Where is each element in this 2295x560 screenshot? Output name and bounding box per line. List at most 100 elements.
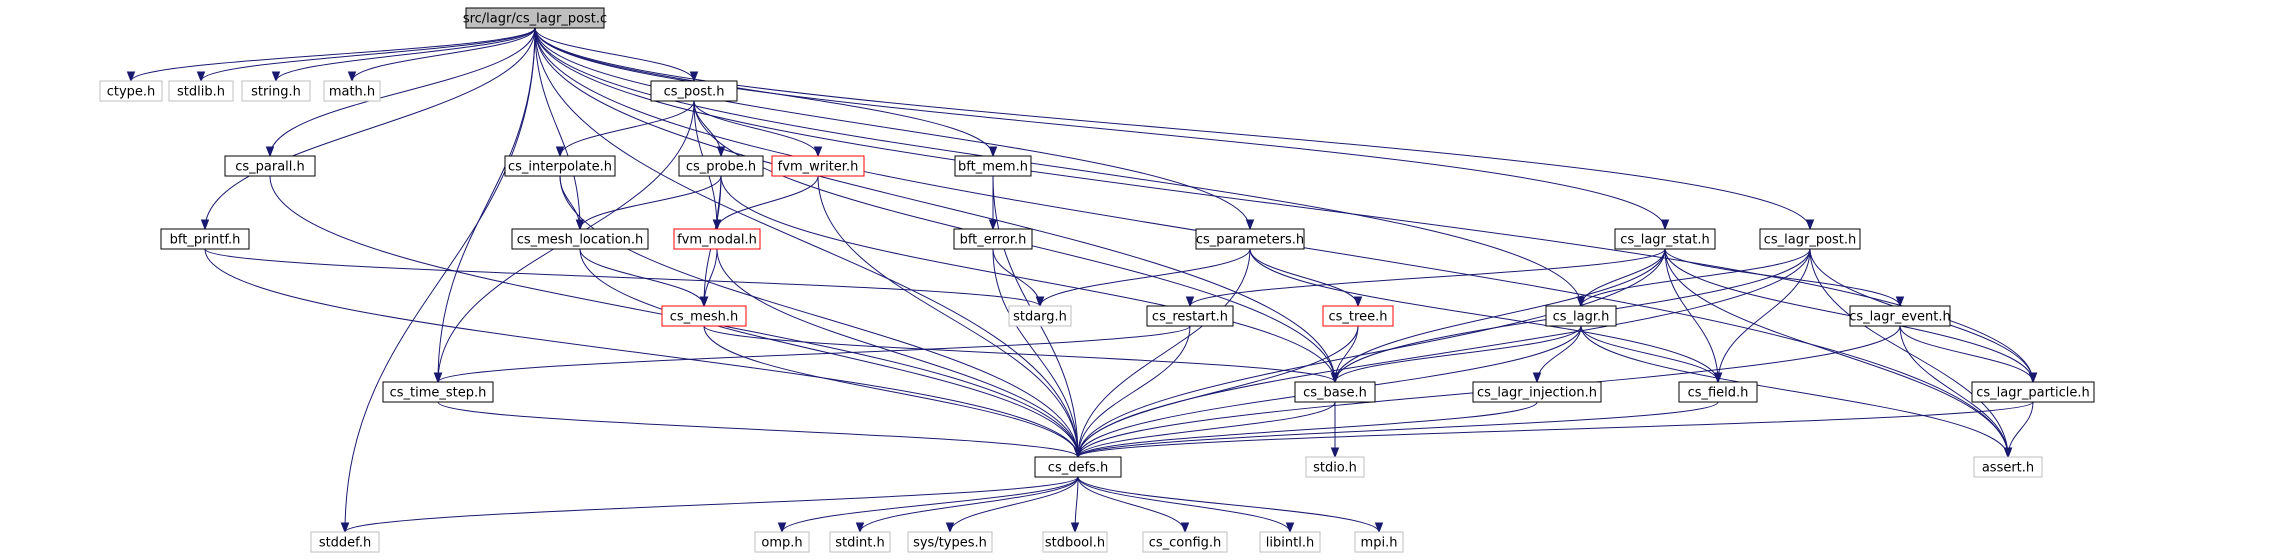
node-label: stdarg.h <box>1013 310 1067 325</box>
edge-cs_probe-to-cs_base <box>720 175 1340 384</box>
edge-line <box>693 100 819 157</box>
edge-cs_defs-to-stddef <box>340 476 1079 534</box>
node-bft-printf[interactable]: bft_printf.h <box>160 228 250 250</box>
node-box <box>1042 531 1108 553</box>
node-cs-post[interactable]: cs_post.h <box>650 80 738 102</box>
node-label: stdint.h <box>835 536 884 551</box>
edge-arrowhead <box>271 71 281 83</box>
edge-line <box>1899 325 2034 383</box>
node-cs-tree[interactable]: cs_tree.h <box>1322 305 1394 327</box>
edge-line <box>716 248 1079 458</box>
edge-line <box>534 27 1079 458</box>
edge-cs_lagr_stat-to-assert <box>1664 248 2013 459</box>
edge-arrowhead <box>555 146 565 158</box>
node-label: fvm_writer.h <box>778 160 859 175</box>
edge-line <box>1077 476 1186 533</box>
edge-cs_lagr_event-to-cs_lagr_particle <box>1899 325 2038 384</box>
edge-arrowhead <box>988 219 998 231</box>
edge-cs_mesh_location-to-cs_mesh <box>579 248 709 308</box>
node-box <box>99 80 163 102</box>
edge-line <box>1077 401 1336 458</box>
node-cs-base[interactable]: cs_base.h <box>1294 381 1376 403</box>
edge-line <box>1077 325 1359 458</box>
node-box <box>1034 456 1122 478</box>
node-cs-mesh-location[interactable]: cs_mesh_location.h <box>511 228 649 250</box>
node-box <box>504 155 616 177</box>
node-cs-lagr-injection[interactable]: cs_lagr_injection.h <box>1472 381 1602 403</box>
edge-line <box>1717 248 1811 383</box>
edge-cs_lagr-to-cs_lagr_injection <box>1532 325 1582 384</box>
node-cs-probe[interactable]: cs_probe.h <box>678 155 764 177</box>
edge-line <box>437 27 536 383</box>
node-label: cs_lagr_particle.h <box>1976 386 2090 401</box>
node-box <box>1614 228 1716 250</box>
edge-cs_defs-to-omp <box>777 476 1079 534</box>
edge-line <box>1334 325 1582 383</box>
node-cs-parall[interactable]: cs_parall.h <box>224 155 316 177</box>
edge-line <box>703 325 1336 383</box>
node-label: stdbool.h <box>1045 536 1105 551</box>
edge-line <box>275 27 536 82</box>
edge-arrowhead <box>1805 219 1815 231</box>
edge-line <box>1077 476 1291 533</box>
node-label: cs_config.h <box>1149 536 1222 551</box>
node-label: cs_parameters.h <box>1196 233 1304 248</box>
edge-cs_lagr_particle-to-assert <box>2003 401 2034 459</box>
edge-line <box>1899 325 2009 458</box>
node-box <box>1146 305 1234 327</box>
node-label: string.h <box>251 85 301 100</box>
edge-line <box>200 27 536 82</box>
node-cs-lagr-event[interactable]: cs_lagr_event.h <box>1849 305 1951 327</box>
edge-cs_defs-to-stdbool <box>1070 476 1080 534</box>
edge-cs_post-to-cs_interpolate <box>555 100 695 158</box>
edge-line <box>1039 248 1251 307</box>
node-label: cs_restart.h <box>1152 310 1228 325</box>
edge-line <box>720 175 1336 383</box>
node-label: stddef.h <box>319 536 371 551</box>
edge-line <box>1077 401 1719 458</box>
edge-arrowhead <box>1073 447 1083 459</box>
edge-line <box>1189 248 1666 307</box>
node-label: cs_parall.h <box>235 160 305 175</box>
edge-arrowhead <box>945 522 955 534</box>
node-cs-lagr-stat[interactable]: cs_lagr_stat.h <box>1614 228 1716 250</box>
node-cs-field[interactable]: cs_field.h <box>1678 381 1758 403</box>
edge-line <box>859 476 1079 533</box>
edge-cs_mesh-to-cs_base <box>703 325 1340 384</box>
node-sys-types: sys/types.h <box>907 531 993 553</box>
node-cs-restart[interactable]: cs_restart.h <box>1146 305 1234 327</box>
node-label: cs_mesh.h <box>670 310 738 325</box>
edge-line <box>1249 248 1359 307</box>
node-cs-lagr-particle[interactable]: cs_lagr_particle.h <box>1971 381 2095 403</box>
node-label: cs_lagr_injection.h <box>1477 386 1597 401</box>
edge-line <box>579 248 705 307</box>
node-cs-interpolate[interactable]: cs_interpolate.h <box>504 155 616 177</box>
edge-line <box>1334 248 1666 383</box>
node-label: omp.h <box>761 536 802 551</box>
node-cs-mesh[interactable]: cs_mesh.h <box>661 305 747 327</box>
node-mpi: mpi.h <box>1354 531 1404 553</box>
node-label: cs_time_step.h <box>390 386 487 401</box>
node-label: fvm_nodal.h <box>677 233 757 248</box>
node-bft-error[interactable]: bft_error.h <box>953 228 1033 250</box>
node-label: cs_lagr.h <box>1553 310 1610 325</box>
node-cs-time-step[interactable]: cs_time_step.h <box>382 381 494 403</box>
edge-line <box>1664 248 1719 383</box>
node-cs-parameters[interactable]: cs_parameters.h <box>1195 228 1305 250</box>
node-fvm-writer[interactable]: fvm_writer.h <box>771 155 865 177</box>
node-cs-defs[interactable]: cs_defs.h <box>1034 456 1122 478</box>
edge-cs_lagr_stat-to-cs_field <box>1664 248 1723 384</box>
edge-line <box>204 27 536 230</box>
edge-cs_lagr_post-to-assert <box>1809 248 2013 459</box>
edge-root-to-stdlib <box>196 27 536 83</box>
edge-line <box>559 100 695 157</box>
node-box <box>1354 531 1404 553</box>
edge-line <box>1664 248 2034 383</box>
node-cs-lagr-post[interactable]: cs_lagr_post.h <box>1759 228 1861 250</box>
node-fvm-nodal[interactable]: fvm_nodal.h <box>673 228 761 250</box>
edge-line <box>269 27 536 157</box>
node-bft-mem[interactable]: bft_mem.h <box>954 155 1032 177</box>
node-cs-lagr[interactable]: cs_lagr.h <box>1545 305 1617 327</box>
